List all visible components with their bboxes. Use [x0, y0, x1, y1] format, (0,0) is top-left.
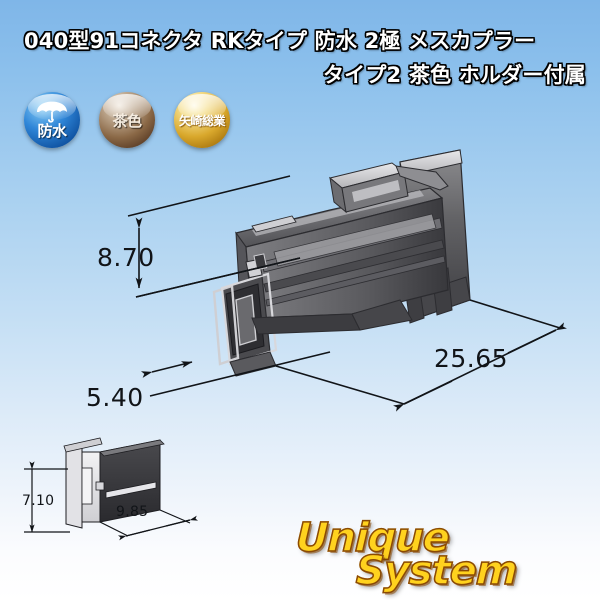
badge-group: 防水 茶色 矢崎総業 [24, 92, 230, 148]
dimension-label-inset-width: 9.85 [116, 504, 149, 520]
ext-line-25-65-left [275, 365, 405, 405]
product-title-line-2: タイプ2 茶色 ホルダー付属 [322, 63, 586, 87]
badge-manufacturer-label: 矢崎総業 [178, 114, 226, 128]
dim-arrow-9-85-left [117, 529, 151, 541]
product-title-line-1: 040型91コネクタ RKタイプ 防水 2極 メスカプラー [24, 29, 536, 53]
umbrella-icon [37, 101, 67, 123]
dimension-label-height: 8.70 [97, 243, 155, 272]
ext-line-5-40-upper [135, 257, 301, 298]
inset-dimension-lines [24, 461, 199, 541]
badge-waterproof: 防水 [24, 92, 80, 148]
watermark-logo: Unique System [294, 514, 588, 595]
badge-color: 茶色 [99, 92, 155, 148]
dim-arrow-9-85-right [165, 515, 199, 527]
dimension-label-width: 5.40 [86, 383, 144, 412]
product-title: 040型91コネクタ RKタイプ 防水 2極 メスカプラー タイプ2 茶色 ホル… [0, 24, 600, 92]
watermark-logo-line-2: System [354, 547, 518, 595]
connector-illustration [212, 149, 471, 377]
dim-line-5-40 [140, 361, 193, 378]
dim-arrow-25-65-right [507, 322, 567, 354]
dimension-label-length: 25.65 [434, 344, 509, 373]
badge-manufacturer: 矢崎総業 [174, 92, 230, 148]
dimension-label-inset-height: 7.10 [22, 493, 55, 509]
dimension-lines [127, 175, 567, 412]
badge-color-label: 茶色 [112, 112, 142, 130]
ext-line-25-65-right [469, 299, 561, 329]
dim-arrow-25-65-left [393, 380, 453, 412]
connector-inset-illustration [63, 437, 165, 529]
badge-waterproof-label: 防水 [37, 122, 67, 140]
ext-line-9-85-left [99, 521, 129, 537]
ext-line-8-70-top [127, 175, 291, 217]
ext-line-5-40-lower [149, 351, 331, 397]
